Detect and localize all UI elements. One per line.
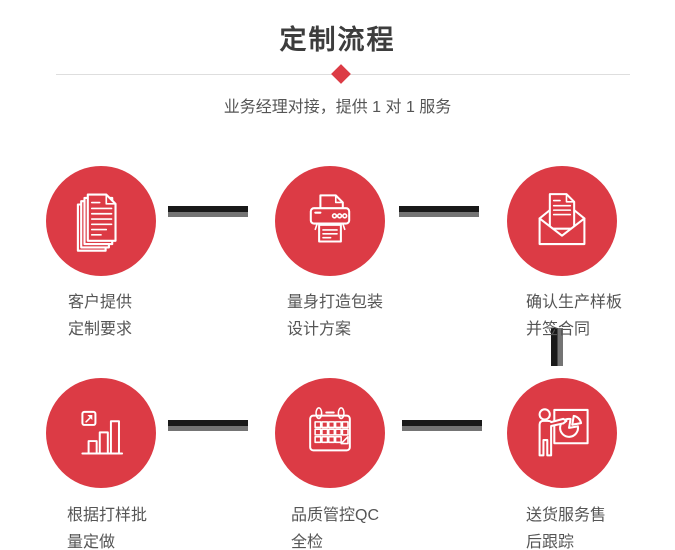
presentation-icon (538, 408, 589, 457)
step-4-label: 根据打样批 量定做 (67, 507, 148, 550)
connector-bar (399, 206, 479, 217)
step-4-circle (46, 378, 156, 488)
documents-icon (76, 193, 117, 252)
bar-chart-icon (81, 410, 124, 455)
step-1-label: 客户提供 定制要求 (68, 294, 133, 338)
step-1-circle (46, 166, 156, 276)
page-title: 定制流程 (279, 25, 396, 55)
step-2-label: 量身打造包装 设计方案 (287, 294, 384, 338)
connector-bar (168, 206, 248, 217)
step-5-label: 品质管控QC 全检 (291, 507, 380, 550)
step-2-circle (275, 166, 385, 276)
step-3-circle (507, 166, 617, 276)
envelope-letter-icon (538, 193, 586, 246)
step-5-circle (275, 378, 385, 488)
step-6-circle (507, 378, 617, 488)
step-6-label: 送货服务售 后跟踪 (526, 507, 607, 550)
connector-bar-vertical (551, 328, 563, 366)
subtitle: 业务经理对接，提供 1 对 1 服务 (223, 99, 452, 116)
connector-bar (402, 420, 482, 431)
calendar-icon (309, 407, 351, 452)
printer-icon (309, 194, 351, 243)
connector-bar (168, 420, 248, 431)
step-3-label: 确认生产样板 并签合同 (526, 294, 623, 338)
diamond-marker (331, 64, 351, 84)
